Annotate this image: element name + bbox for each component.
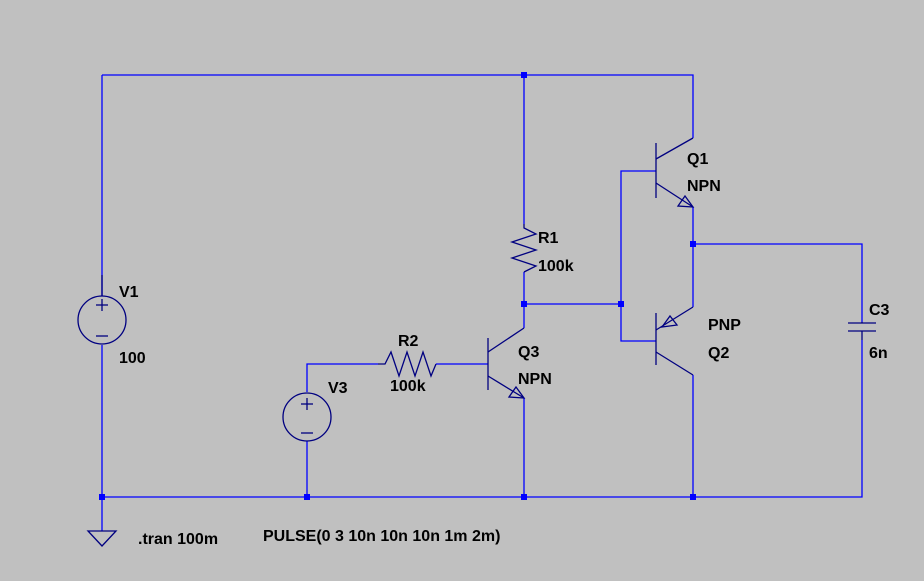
v3-name-label: V3 (328, 380, 348, 397)
ground-symbol[interactable] (86, 530, 118, 547)
junctions (99, 72, 696, 500)
q3-name-label: Q3 (518, 344, 540, 361)
junction-dot (521, 301, 527, 307)
c3-value-label: 6n (869, 345, 888, 362)
v1-name-label: V1 (119, 284, 139, 301)
v1-value-label: 100 (119, 350, 146, 367)
wire-top-rail[interactable] (102, 74, 694, 138)
resistor-icon (378, 349, 437, 379)
junction-dot (690, 494, 696, 500)
wire-q1-base[interactable] (620, 170, 656, 342)
ground-icon (86, 530, 118, 547)
resistor-icon (509, 224, 539, 273)
wires[interactable] (101, 74, 863, 531)
tran-directive[interactable]: .tran 100m (138, 531, 219, 548)
r2-value-label: 100k (390, 378, 426, 395)
v3-source[interactable] (282, 392, 332, 442)
r2-name-label: R2 (398, 333, 419, 350)
r1-resistor[interactable] (509, 224, 539, 273)
q2-transistor[interactable] (655, 306, 694, 376)
q3-transistor[interactable] (487, 327, 526, 399)
q1-name-label: Q1 (687, 151, 709, 168)
r1-name-label: R1 (538, 230, 559, 247)
wire-output-to-c3[interactable] (693, 243, 863, 322)
q1-transistor[interactable] (655, 137, 695, 208)
q3-model-label: NPN (518, 371, 552, 388)
junction-dot (304, 494, 310, 500)
junction-dot (690, 241, 696, 247)
r2-resistor[interactable] (378, 349, 437, 379)
pulse-directive[interactable]: PULSE(0 3 10n 10n 10n 1m 2m) (263, 528, 501, 545)
r1-value-label: 100k (538, 258, 574, 275)
v1-source[interactable] (77, 275, 127, 345)
q1-model-label: NPN (687, 178, 721, 195)
junction-dot (99, 494, 105, 500)
q2-name-label: Q2 (708, 345, 730, 362)
junction-dot (618, 301, 624, 307)
q2-model-label: PNP (708, 317, 741, 334)
wire-bottom-rail[interactable] (102, 340, 863, 498)
voltage-source-icon (77, 295, 127, 345)
junction-dot (521, 72, 527, 78)
wire-v3-top[interactable] (306, 363, 378, 392)
junction-dot (521, 494, 527, 500)
c3-capacitor[interactable] (848, 322, 876, 340)
c3-name-label: C3 (869, 302, 890, 319)
voltage-source-icon (282, 392, 332, 442)
